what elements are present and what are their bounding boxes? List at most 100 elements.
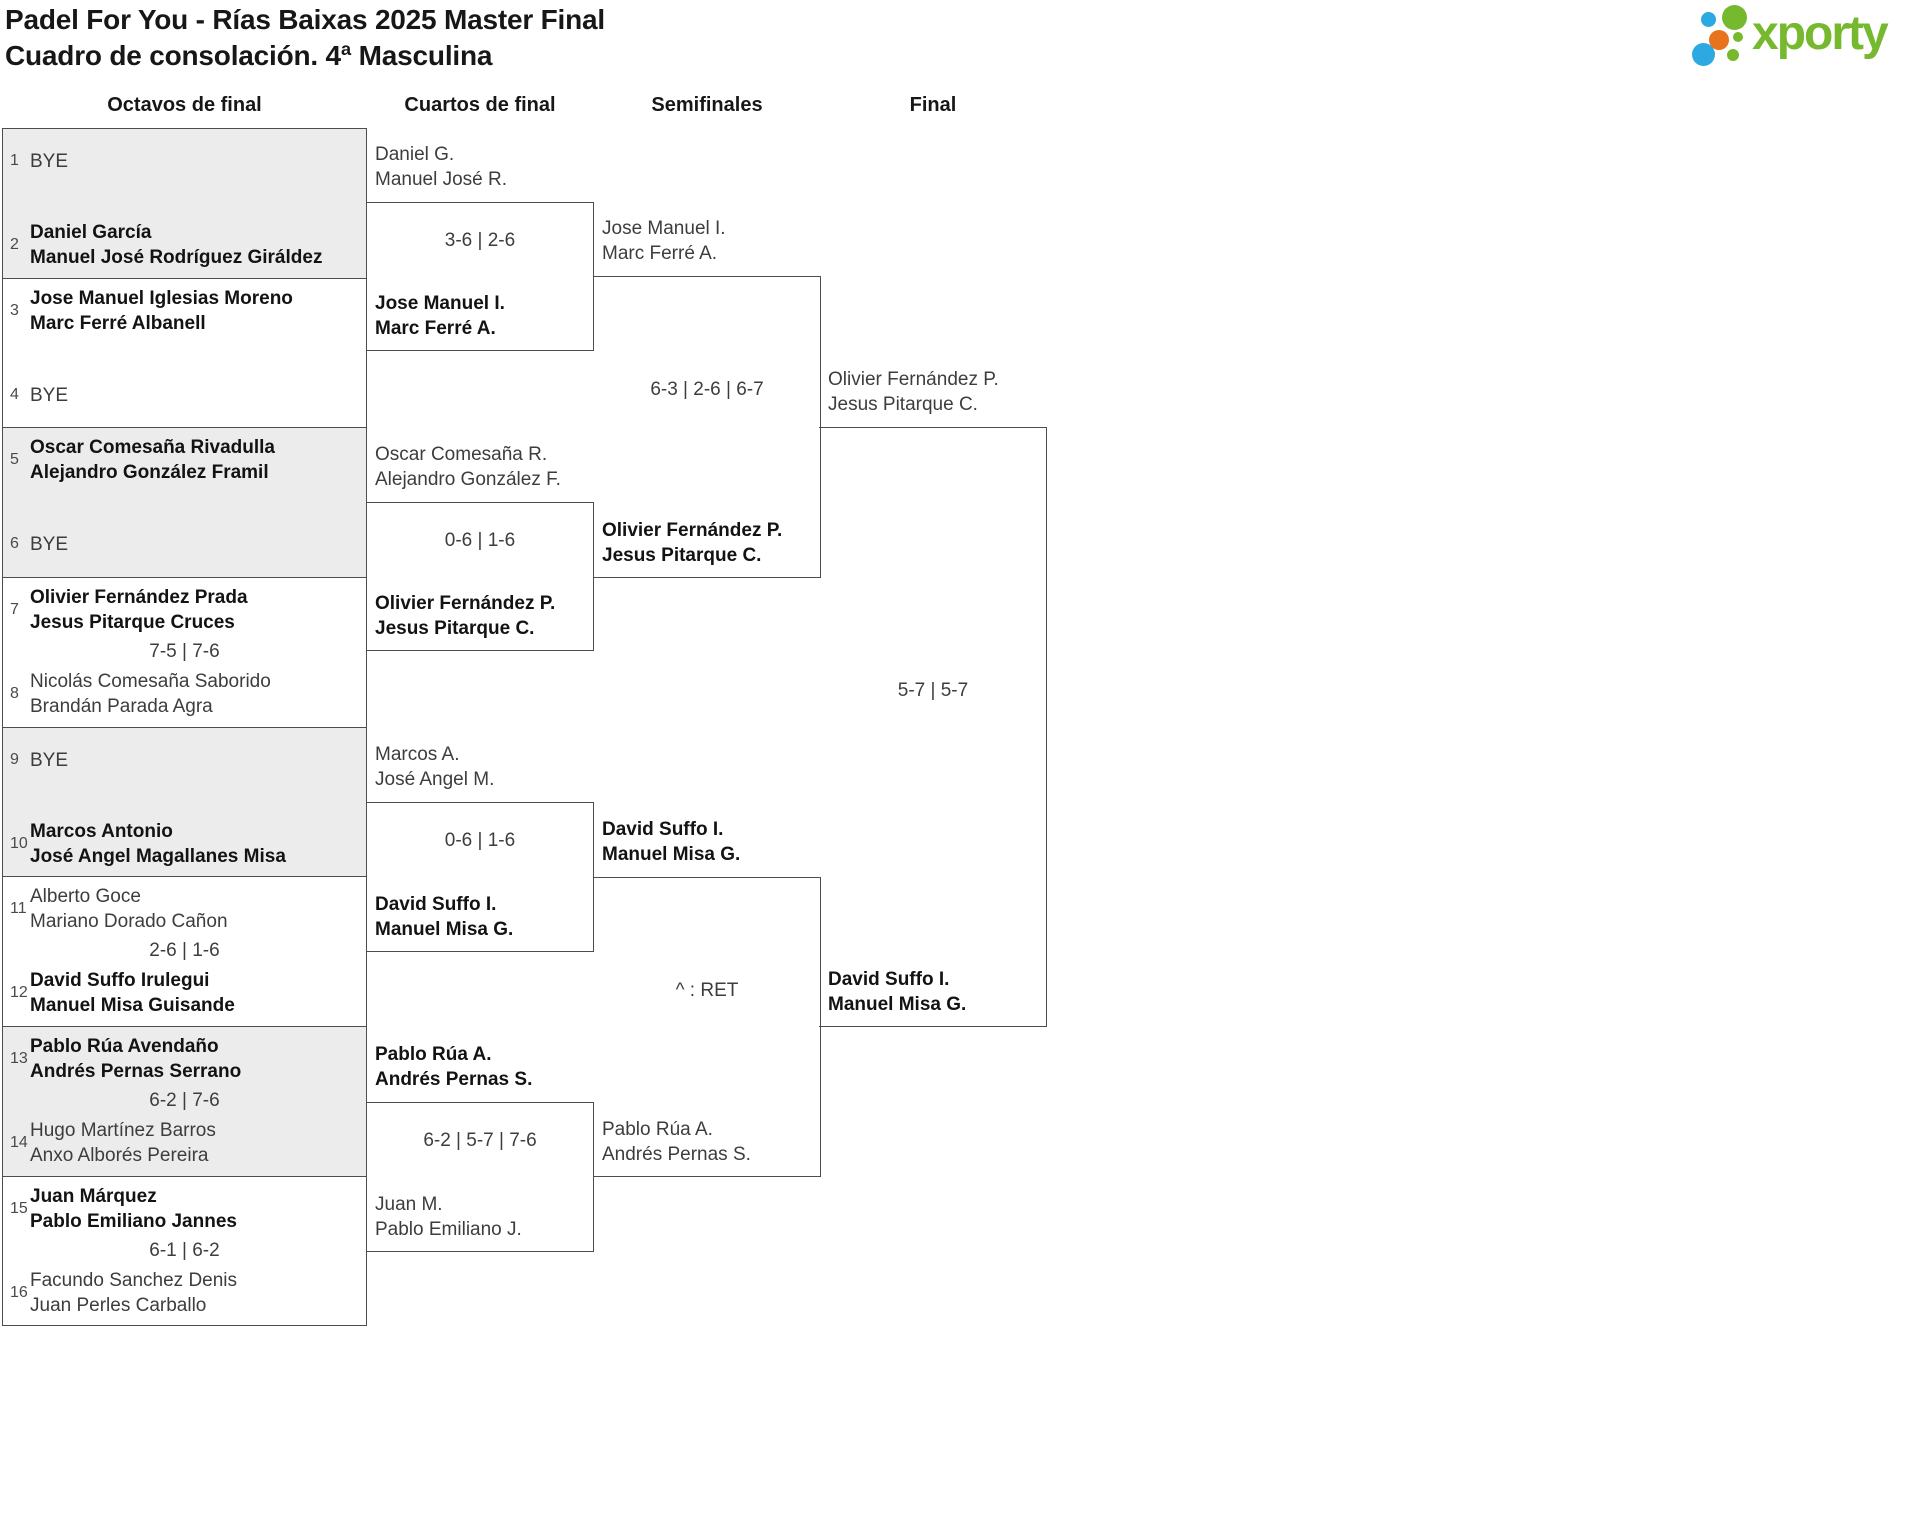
seed-number: 3 [10,302,19,319]
team-slot-4: 4 BYE [3,367,366,423]
round-header-cuartos: Cuartos de final [404,94,556,116]
cuartos-match-3-top-team: Marcos A.José Angel M. [375,744,495,790]
cuartos-match-4-score: 6-2 | 5-7 | 7-6 [423,1130,537,1151]
team-slot-9: 9 BYE [3,732,366,788]
logo-dot-green-small-1 [1733,32,1743,42]
logo-dot-green-small-2 [1727,49,1739,61]
seed-number: 5 [10,451,19,468]
bracket-subtitle: Cuadro de consolación. 4ª Masculina [5,40,493,71]
semifinal-2-score: ^ : RET [675,980,739,1001]
match-score [3,190,366,216]
seed-number: 11 [10,900,27,917]
match-score [3,340,366,366]
team-name: BYE [30,533,69,555]
seed-number: 4 [10,386,19,403]
team-name: BYE [30,384,69,406]
seed-number: 14 [10,1134,28,1151]
final-score: 5-7 | 5-7 [897,680,969,701]
logo-dot-green-big [1722,5,1747,30]
match-score [3,789,366,815]
semifinal-1-bottom-team: Olivier Fernández P.Jesus Pitarque C. [602,520,783,566]
seed-number: 16 [10,1284,28,1301]
match-score: 6-1 | 6-2 [149,1240,220,1261]
cuartos-match-4-top-team: Pablo Rúa A.Andrés Pernas S. [375,1044,533,1090]
cuartos-match-2-bottom-team: Olivier Fernández P.Jesus Pitarque C. [375,593,556,639]
seed-number: 7 [10,601,19,618]
final-bottom-team: David Suffo I.Manuel Misa G. [828,969,967,1015]
logo-dot-blue-small [1701,12,1716,27]
seed-number: 8 [10,685,19,702]
cuartos-match-1-top-team: Daniel G.Manuel José R. [375,144,508,190]
logo-dot-blue-big [1692,43,1715,66]
semifinal-1-top-team: Jose Manuel I.Marc Ferré A. [602,218,726,264]
seed-number: 10 [10,835,28,852]
seed-number: 12 [10,984,28,1001]
logo-dot-orange [1709,30,1729,50]
seed-number: 6 [10,535,19,552]
match-score: 2-6 | 1-6 [149,940,220,961]
match-score [3,489,366,515]
final-box [819,427,1047,1027]
seed-number: 2 [10,236,19,253]
seed-number: 13 [10,1050,28,1067]
seed-number: 15 [10,1200,28,1217]
cuartos-match-4-bottom-team: Juan M.Pablo Emiliano J. [375,1194,522,1240]
match-score: 6-2 | 7-6 [149,1090,220,1111]
cuartos-match-2-box [366,502,594,651]
semifinal-2-top-team: David Suffo I.Manuel Misa G. [602,819,741,865]
team-name: BYE [30,150,69,172]
logo-wordmark: xporty [1752,7,1889,60]
cuartos-match-3-bottom-team: David Suffo I.Manuel Misa G. [375,894,514,940]
round-header-final: Final [909,94,957,116]
round-header-octavos: Octavos de final [107,94,262,116]
final-top-team: Olivier Fernández P.Jesus Pitarque C. [828,369,999,415]
cuartos-match-2-top-team: Oscar Comesaña R.Alejandro González F. [375,444,561,490]
page-title: Padel For You - Rías Baixas 2025 Master … [5,2,605,74]
seed-number: 9 [10,751,19,768]
semifinal-2-box [593,877,821,1177]
team-name: BYE [30,749,69,771]
cuartos-match-1-score: 3-6 | 2-6 [444,230,516,251]
semifinal-1-score: 6-3 | 2-6 | 6-7 [650,379,764,400]
seed-number: 1 [10,152,19,169]
semifinal-2-bottom-team: Pablo Rúa A.Andrés Pernas S. [602,1119,751,1165]
cuartos-match-1-bottom-team: Jose Manuel I.Marc Ferré A. [375,293,505,339]
cuartos-match-3-score: 0-6 | 1-6 [444,830,516,851]
tournament-title: Padel For You - Rías Baixas 2025 Master … [5,4,605,35]
team-slot-1: 1 BYE [3,133,366,189]
cuartos-match-2-score: 0-6 | 1-6 [444,530,516,551]
round-header-semifinales: Semifinales [651,94,763,116]
cuartos-match-4-box [366,1102,594,1252]
